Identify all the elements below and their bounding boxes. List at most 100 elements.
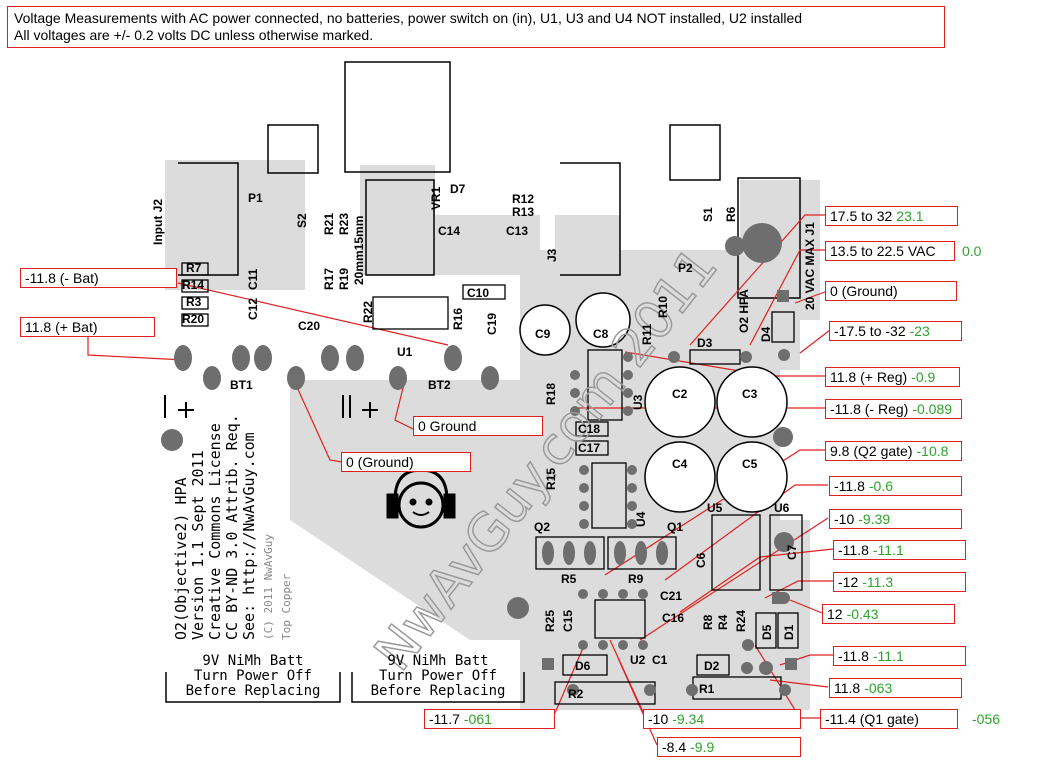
svg-text:C11: C11	[246, 268, 260, 290]
svg-text:Turn Power Off: Turn Power Off	[194, 668, 312, 684]
svg-text:D2: D2	[704, 659, 720, 673]
notes-line-1: Voltage Measurements with AC power conne…	[14, 10, 803, 26]
svg-text:C19: C19	[485, 313, 499, 335]
svg-text:C14: C14	[438, 224, 460, 238]
svg-text:S1: S1	[701, 207, 715, 222]
svg-text:R19: R19	[337, 268, 351, 290]
notes-line-2: All voltages are +/- 0.2 volts DC unless…	[14, 27, 374, 43]
callout-pos-reg: 11.8 (+ Reg)-0.9	[825, 367, 960, 387]
callout-neg-reg: -11.8 (- Reg)-0.089	[825, 399, 962, 419]
svg-text:R21: R21	[322, 213, 336, 235]
svg-text:VR1: VR1	[429, 186, 443, 210]
callout-v-e: 12-0.43	[822, 604, 955, 624]
callout-pos-bat: 11.8 (+ Bat)	[20, 317, 155, 337]
svg-text:C12: C12	[246, 298, 260, 320]
svg-text:R13: R13	[512, 205, 534, 219]
callout-v-g: 11.8-063	[829, 678, 962, 698]
svg-text:R23: R23	[337, 213, 351, 235]
svg-text:C17: C17	[578, 441, 600, 455]
svg-text:R8: R8	[701, 614, 715, 630]
svg-text:C5: C5	[742, 457, 758, 471]
svg-text:Turn Power Off: Turn Power Off	[379, 668, 497, 684]
svg-text:R25: R25	[543, 610, 557, 632]
svg-text:U3: U3	[631, 394, 645, 410]
svg-text:D7: D7	[450, 182, 466, 196]
svg-text:20mm15mm: 20mm15mm	[352, 216, 366, 285]
svg-text:C10: C10	[467, 286, 489, 300]
callout-ac-in: 13.5 to 22.5 VAC	[825, 241, 955, 261]
svg-text:(C) 2011 NwAvGuy: (C) 2011 NwAvGuy	[262, 534, 275, 640]
svg-text:9V NiMh Batt: 9V NiMh Batt	[202, 653, 303, 669]
measurement-notes: Voltage Measurements with AC power conne…	[7, 6, 945, 48]
svg-text:C16: C16	[662, 611, 684, 625]
svg-text:C3: C3	[742, 387, 758, 401]
svg-text:20 VAC MAX J1: 20 VAC MAX J1	[803, 222, 817, 310]
svg-text:D4: D4	[759, 326, 773, 342]
svg-text:R24: R24	[734, 610, 748, 632]
svg-text:C15: C15	[561, 610, 575, 632]
svg-text:U2: U2	[630, 653, 646, 667]
svg-text:R16: R16	[451, 308, 465, 330]
copper-pour	[165, 160, 820, 710]
batt-notes: 9V NiMh Batt Turn Power Off Before Repla…	[186, 653, 506, 699]
svg-text:R10: R10	[656, 296, 670, 318]
svg-text:See: http://NwAvGuy.com: See: http://NwAvGuy.com	[240, 432, 258, 640]
svg-text:R15: R15	[544, 468, 558, 490]
svg-text:C2: C2	[672, 387, 688, 401]
svg-text:R22: R22	[361, 301, 375, 323]
svg-text:R7: R7	[186, 261, 202, 275]
callout-ground-3: 0 (Ground)	[825, 281, 957, 301]
svg-text:R12: R12	[512, 192, 534, 206]
svg-text:BT2: BT2	[428, 378, 451, 392]
svg-text:C9: C9	[535, 327, 551, 341]
callout-ground-2: 0 (Ground)	[341, 452, 471, 472]
callout-neg-bat: -11.8 (- Bat)	[20, 268, 177, 288]
measured-ac-in: 0.0	[962, 243, 982, 259]
svg-text:J3: J3	[545, 248, 559, 262]
svg-text:Before Replacing: Before Replacing	[371, 683, 506, 699]
svg-text:R20: R20	[182, 312, 204, 326]
svg-text:C8: C8	[593, 327, 609, 341]
svg-text:C7: C7	[785, 544, 799, 560]
svg-text:Version 1.1 Sept 2011: Version 1.1 Sept 2011	[189, 450, 207, 640]
svg-text:CC BY-ND 3.0 Attrib. Req.: CC BY-ND 3.0 Attrib. Req.	[223, 414, 241, 640]
svg-text:R9: R9	[628, 572, 644, 586]
board-info: O2(Objective2) HPA Version 1.1 Sept 2011…	[172, 414, 293, 640]
svg-text:Q1: Q1	[667, 520, 683, 534]
svg-text:D6: D6	[575, 659, 591, 673]
board-outline	[178, 61, 801, 299]
svg-text:BT1: BT1	[230, 378, 253, 392]
svg-text:C18: C18	[578, 422, 600, 436]
svg-text:Top Copper: Top Copper	[280, 573, 293, 640]
svg-text:9V NiMh Batt: 9V NiMh Batt	[387, 653, 488, 669]
svg-text:D5: D5	[760, 624, 774, 640]
callout-v-i: -10-9.34	[643, 709, 801, 729]
callout-v-j: -8.4-9.9	[657, 737, 801, 757]
svg-text:R3: R3	[186, 295, 202, 309]
svg-text:Before Replacing: Before Replacing	[186, 683, 321, 699]
svg-text:P2: P2	[678, 261, 693, 275]
svg-text:O2(Objective2) HPA: O2(Objective2) HPA	[172, 477, 190, 640]
svg-text:Q2: Q2	[534, 520, 550, 534]
callout-v-h: -11.7-061	[424, 709, 555, 729]
battery-polarity	[164, 395, 378, 418]
svg-text:Creative Commons License: Creative Commons License	[206, 423, 224, 640]
svg-text:S2: S2	[295, 213, 309, 228]
svg-text:D3: D3	[697, 336, 713, 350]
callout-v-a: -11.8-0.6	[829, 476, 962, 496]
svg-text:U1: U1	[397, 345, 413, 359]
svg-text:U5: U5	[707, 501, 723, 515]
svg-text:R17: R17	[322, 268, 336, 290]
svg-text:C20: C20	[298, 319, 320, 333]
svg-text:C6: C6	[694, 552, 708, 568]
svg-text:U6: U6	[774, 501, 790, 515]
callout-q2-gate: 9.8 (Q2 gate)-10.8	[825, 441, 962, 461]
svg-text:U4: U4	[634, 511, 648, 527]
svg-text:R6: R6	[724, 206, 738, 222]
svg-text:R2: R2	[568, 687, 584, 701]
svg-text:R18: R18	[544, 383, 558, 405]
svg-text:R11: R11	[640, 323, 654, 345]
svg-text:C21: C21	[660, 589, 682, 603]
